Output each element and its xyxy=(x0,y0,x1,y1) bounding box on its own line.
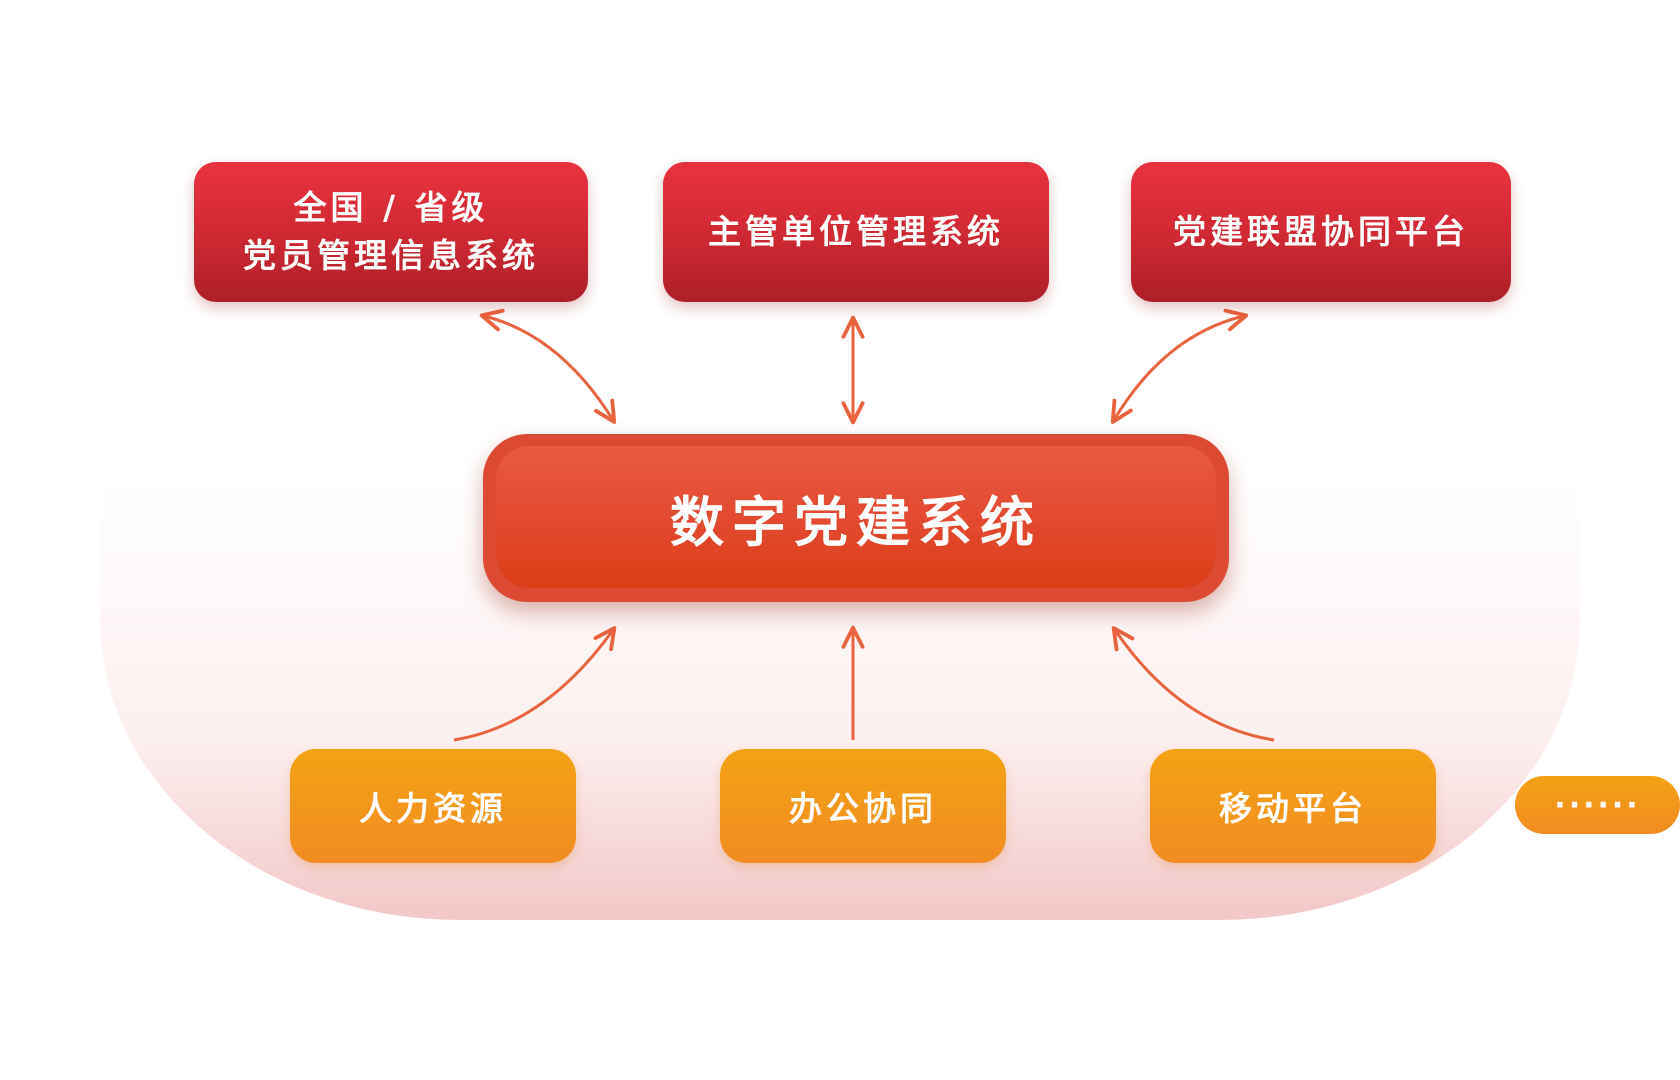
node-digital-party-system: 数字党建系统 xyxy=(483,434,1229,602)
node-office-collaboration: 办公协同 xyxy=(720,749,1006,863)
connector-bottom-left xyxy=(453,626,617,742)
center-label: 数字党建系统 xyxy=(496,446,1216,588)
node-supervisor-management-system: 主管单位管理系统 xyxy=(663,162,1049,302)
node-national-provincial-system: 全国 / 省级 党员管理信息系统 xyxy=(194,162,588,302)
node-human-resources: 人力资源 xyxy=(290,749,576,863)
node-mobile-platform: 移动平台 xyxy=(1150,749,1436,863)
node-label-line2: 党员管理信息系统 xyxy=(243,236,539,275)
node-label-line1: 全国 / 省级 xyxy=(293,188,489,227)
node-alliance-collaboration-platform: 党建联盟协同平台 xyxy=(1131,162,1511,302)
connector-top-right xyxy=(1110,308,1249,424)
node-label: 主管单位管理系统 xyxy=(708,212,1004,251)
connector-top-left xyxy=(479,308,617,424)
node-label: 移动平台 xyxy=(1219,789,1367,828)
node-label: 人力资源 xyxy=(359,789,507,828)
node-label: 办公协同 xyxy=(789,789,937,828)
more-ellipsis-pill: ······ xyxy=(1515,776,1680,834)
connector-bottom-right xyxy=(1111,626,1275,742)
node-label: 党建联盟协同平台 xyxy=(1173,212,1469,251)
